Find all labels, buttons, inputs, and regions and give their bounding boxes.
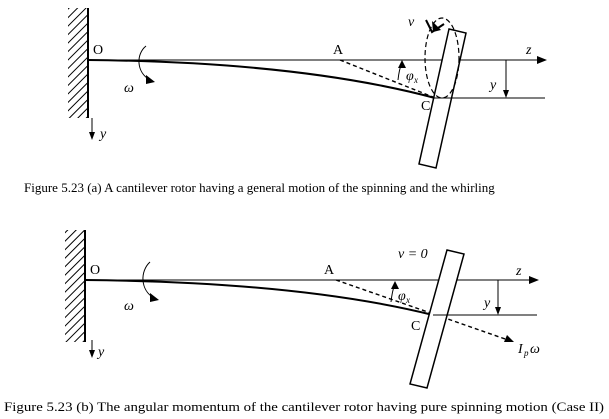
tangent-line-a bbox=[339, 59, 434, 98]
label-y-right-a: y bbox=[488, 78, 497, 93]
y-axis-arrowhead-b bbox=[89, 350, 95, 358]
y-dim-arrowhead-b bbox=[495, 307, 501, 315]
label-ip-omega-b: ω bbox=[530, 342, 540, 357]
diagram-a: O A C ω v φ x z y y Figure 5.23 (a) A ca… bbox=[24, 8, 547, 195]
label-c-a: C bbox=[421, 99, 430, 114]
label-c-b: C bbox=[411, 319, 420, 334]
diagram-b: O A C ω v = 0 φ x z y y I p ω Figure 5.2… bbox=[4, 230, 604, 414]
shaft-a bbox=[87, 59, 436, 99]
whirl-arrowhead-a bbox=[432, 21, 441, 32]
label-o-b: O bbox=[90, 263, 100, 278]
label-a-b: A bbox=[324, 263, 335, 278]
caption-a: Figure 5.23 (a) A cantilever rotor havin… bbox=[24, 180, 495, 195]
label-phi-b: φ bbox=[398, 289, 406, 304]
whirl-ellipse-a bbox=[424, 17, 460, 99]
momentum-arrowhead-b bbox=[504, 335, 514, 342]
caption-b: Figure 5.23 (b) The angular momentum of … bbox=[4, 399, 604, 414]
wall-b bbox=[65, 230, 85, 342]
disk-b bbox=[409, 249, 465, 389]
label-omega-a: ω bbox=[124, 81, 134, 96]
label-z-b: z bbox=[515, 264, 522, 279]
z-axis-arrowhead-b bbox=[529, 276, 539, 284]
z-axis-arrowhead-a bbox=[537, 56, 547, 64]
whirl-tick-a bbox=[425, 19, 445, 34]
y-axis-arrowhead-a bbox=[89, 132, 95, 140]
tangent-line-b bbox=[335, 279, 509, 341]
label-ip-b: I bbox=[517, 342, 524, 357]
label-y-axis-a: y bbox=[98, 127, 107, 142]
phi-arrowhead-b bbox=[391, 281, 399, 289]
shaft-b bbox=[84, 279, 434, 316]
spin-arc-a bbox=[138, 45, 151, 81]
label-o-a: O bbox=[93, 43, 103, 58]
y-dim-arrowhead-a bbox=[503, 90, 509, 98]
spin-arc-arrowhead-a bbox=[146, 75, 155, 84]
label-y-axis-b: y bbox=[96, 345, 105, 360]
wall-a bbox=[68, 8, 88, 118]
label-phi-sub-a: x bbox=[413, 75, 418, 85]
label-phi-sub-b: x bbox=[405, 295, 410, 305]
label-v-a: v bbox=[408, 15, 415, 30]
phi-arrowhead-a bbox=[398, 60, 406, 68]
label-omega-b: ω bbox=[124, 299, 134, 314]
label-y-right-b: y bbox=[482, 296, 491, 311]
label-phi-a: φ bbox=[406, 69, 414, 84]
label-z-a: z bbox=[525, 43, 532, 58]
label-v0-b: v = 0 bbox=[398, 247, 428, 262]
label-ip-sub-b: p bbox=[523, 348, 529, 358]
label-a-a: A bbox=[333, 43, 344, 58]
spin-arc-arrowhead-b bbox=[150, 293, 159, 302]
